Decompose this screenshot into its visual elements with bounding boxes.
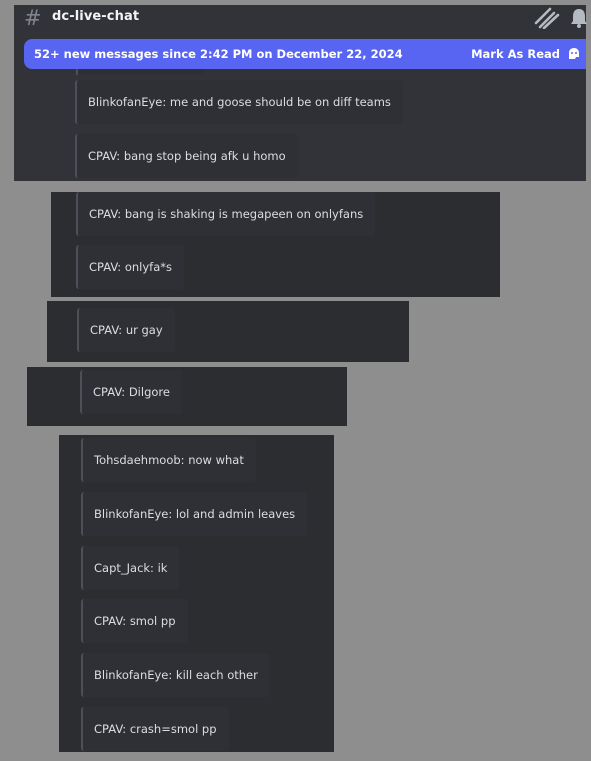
chat-message[interactable]: CPAV: bang stop being afk u homo — [75, 134, 298, 178]
message-stub — [76, 69, 204, 75]
chat-message[interactable]: CPAV: ur gay — [77, 308, 175, 352]
chat-message[interactable]: Tohsdaehmoob: now what — [81, 438, 256, 482]
chat-panel: CPAV: Dilgore — [27, 367, 347, 426]
chat-message[interactable]: CPAV: Dilgore — [80, 370, 182, 414]
new-messages-text: 52+ new messages since 2:42 PM on Decemb… — [34, 47, 403, 61]
chat-message[interactable]: BlinkofanEye: kill each other — [81, 653, 270, 697]
chat-message[interactable]: CPAV: bang is shaking is megapeen on onl… — [76, 192, 376, 236]
chat-panel: Tohsdaehmoob: now what BlinkofanEye: lol… — [59, 435, 334, 752]
chat-message[interactable]: CPAV: crash=smol pp — [81, 707, 229, 751]
chat-message[interactable]: BlinkofanEye: me and goose should be on … — [75, 80, 403, 124]
channel-name: dc-live-chat — [52, 9, 140, 24]
chat-message[interactable]: CPAV: smol pp — [81, 599, 188, 643]
hash-icon: # — [24, 6, 42, 30]
mark-read-icon[interactable] — [566, 46, 582, 62]
chat-panel: CPAV: bang is shaking is megapeen on onl… — [51, 192, 500, 297]
chat-message[interactable]: CPAV: onlyfa*s — [76, 245, 184, 289]
chat-panel: CPAV: ur gay — [47, 301, 409, 362]
bell-icon[interactable] — [570, 7, 588, 29]
channel-header: # dc-live-chat — [14, 5, 588, 33]
chat-message[interactable]: BlinkofanEye: lol and admin leaves — [81, 492, 308, 536]
new-messages-banner[interactable]: 52+ new messages since 2:42 PM on Decemb… — [24, 39, 586, 69]
mark-as-read-button[interactable]: Mark As Read — [471, 47, 560, 61]
threads-icon[interactable] — [534, 7, 560, 29]
chat-message[interactable]: Capt_Jack: ik — [81, 546, 180, 590]
chat-panel-top: # dc-live-chat BlinkofanEye: me and goos… — [14, 5, 588, 181]
